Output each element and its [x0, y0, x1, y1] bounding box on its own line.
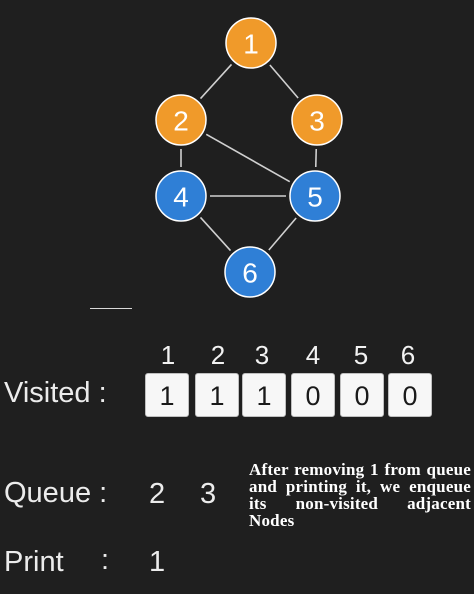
graph-node-5: 5: [289, 170, 341, 222]
visited-index: 6: [400, 340, 416, 370]
visited-cell: 1: [242, 373, 286, 417]
visited-cell: 1: [145, 373, 189, 417]
visited-cell: 1: [195, 373, 239, 417]
step-caption: After removing 1 from queue and printing…: [249, 460, 471, 530]
graph-node-3: 3: [291, 94, 343, 146]
edge-5-6: [268, 217, 297, 251]
graph-diagram: 1 2 3 4 5 6: [155, 17, 343, 298]
visited-label: Visited :: [4, 377, 107, 409]
node-label: 6: [242, 258, 258, 289]
node-circle: [225, 17, 277, 69]
visited-index: 1: [160, 340, 176, 370]
node-circle: [291, 94, 343, 146]
visited-cell: 0: [291, 373, 335, 417]
node-circle: [155, 170, 207, 222]
print-label: Print: [4, 546, 64, 578]
node-circle: [289, 170, 341, 222]
divider-line: [90, 308, 132, 309]
edge-2-5: [205, 133, 291, 183]
graph-edges: [180, 63, 318, 252]
graph-node-6: 6: [224, 246, 276, 298]
node-label: 5: [307, 182, 323, 213]
visited-index: 3: [254, 340, 270, 370]
queue-item: 2: [149, 478, 166, 510]
node-label: 2: [173, 106, 189, 137]
visited-index: 4: [305, 340, 321, 370]
node-label: 1: [243, 29, 259, 60]
queue-label: Queue :: [4, 477, 108, 509]
graph-nodes: 1 2 3 4 5 6: [155, 17, 343, 298]
graph-node-4: 4: [155, 170, 207, 222]
edge-4-6: [199, 216, 232, 252]
print-item: 1: [149, 546, 166, 578]
visited-cell: 0: [340, 373, 384, 417]
node-label: 4: [173, 182, 189, 213]
visited-cell: 0: [388, 373, 432, 417]
edge-1-2: [199, 63, 233, 100]
graph-node-1: 1: [225, 17, 277, 69]
edge-1-3: [269, 64, 299, 99]
visited-index: 5: [353, 340, 369, 370]
node-circle: [224, 246, 276, 298]
graph-node-2: 2: [155, 94, 207, 146]
node-label: 3: [309, 106, 325, 137]
print-colon: :: [101, 544, 110, 576]
queue-item: 3: [200, 478, 217, 510]
node-circle: [155, 94, 207, 146]
visited-index: 2: [210, 340, 226, 370]
